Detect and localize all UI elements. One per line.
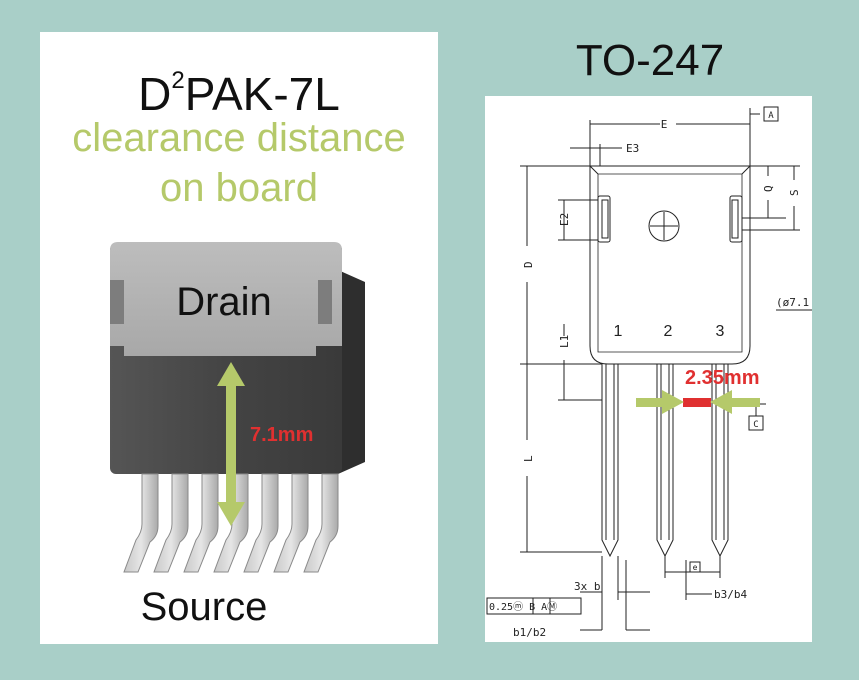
clearance-arrow — [217, 362, 245, 526]
tolerance-frame: 0.25ⓜ B AⓂ — [489, 601, 557, 613]
to247-drawing — [486, 106, 812, 631]
drain-label: Drain — [176, 280, 272, 324]
dim-b3b4: b3/b4 — [714, 588, 747, 601]
to247-panel — [485, 96, 812, 642]
to247-dimension-labels: E E3 D E2 L1 L Q S A C (ø7.1 1 2 3 3x b … — [489, 111, 809, 639]
dim-s: S — [788, 189, 801, 196]
dim-l: L — [522, 455, 535, 462]
clearance-arrows-to247 — [636, 390, 760, 414]
dim-e: E — [661, 118, 668, 131]
title-superscript: 2 — [171, 67, 185, 94]
clearance-measurement-d2pak: 7.1mm — [250, 424, 313, 446]
subtitle-line-2: on board — [160, 166, 318, 210]
d2pak-leads — [123, 473, 339, 573]
title-main: D — [138, 68, 172, 120]
dim-e3: E3 — [626, 142, 639, 155]
ref-c: C — [753, 420, 758, 430]
dim-3xb: 3x b — [574, 580, 601, 593]
dim-b1b2: b1/b2 — [513, 626, 546, 639]
clearance-bar-to247 — [683, 398, 711, 407]
dim-l1: L1 — [558, 335, 571, 348]
pin-1-label: 1 — [614, 323, 623, 340]
source-label: Source — [141, 585, 268, 629]
to247-title: TO-247 — [575, 36, 725, 85]
dim-e2: E2 — [558, 213, 571, 226]
dim-d: D — [522, 261, 535, 268]
dim-q: Q — [762, 185, 775, 192]
subtitle-line-1: clearance distance — [72, 116, 406, 160]
title-suffix: PAK-7L — [184, 68, 340, 120]
phi-label: (ø7.1 — [776, 296, 809, 309]
ref-a: A — [768, 111, 774, 121]
clearance-measurement-to247: 2.35mm — [685, 367, 760, 389]
d2pak-title: D2PAK-7L — [40, 56, 438, 119]
pin-2-label: 2 — [664, 323, 673, 340]
d2pak-package — [110, 242, 365, 474]
dim-e-pitch: e — [693, 563, 698, 572]
pin-3-label: 3 — [716, 323, 725, 340]
